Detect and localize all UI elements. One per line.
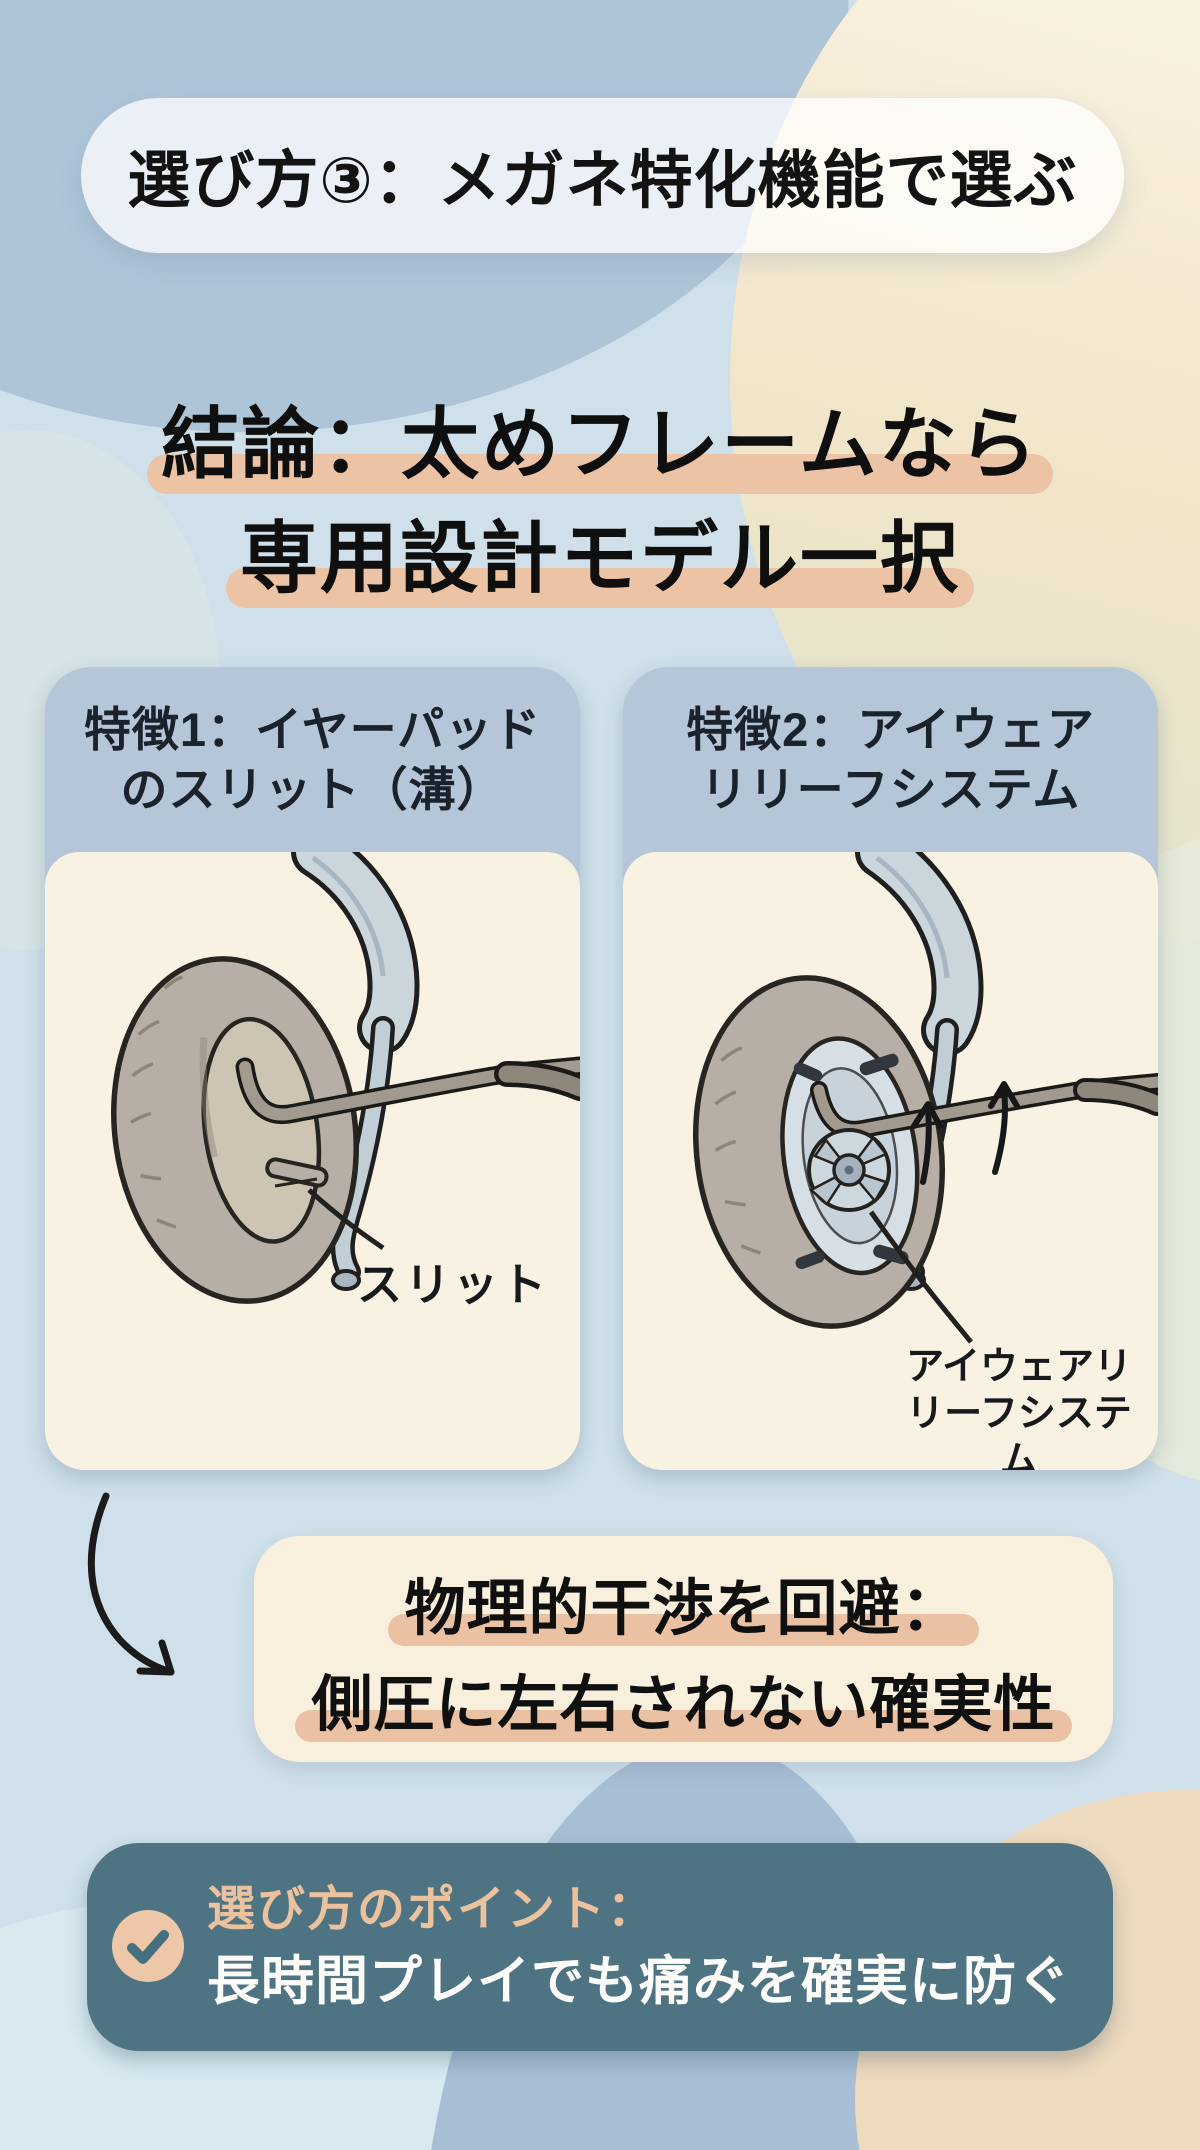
leader-line	[307, 1188, 385, 1251]
glasses-temple	[810, 1073, 1158, 1139]
relief-plate-slots	[793, 1053, 909, 1270]
up-arrow-icons	[911, 1081, 1020, 1185]
check-icon	[112, 1910, 184, 1982]
feature-card-relief: 特徴2：アイウェア リリーフシステム	[623, 667, 1158, 1470]
feature-card-slit: 特徴1：イヤーパッド のスリット（溝）	[45, 667, 580, 1470]
conclusion-line-1: 結論：太めフレームなら	[161, 400, 1039, 488]
relief-rotor	[807, 1128, 891, 1212]
feature-card-relief-title: 特徴2：アイウェア リリーフシステム	[686, 702, 1095, 816]
benefit-line-2: 側圧に左右されない確実性	[311, 1670, 1056, 1738]
point-label: 選び方のポイント：	[207, 1883, 658, 1936]
eyewear-relief-illustration	[693, 852, 1158, 1344]
benefit-line-1: 物理的干渉を回避：	[404, 1574, 963, 1642]
point-box: 選び方のポイント： 長時間プレイでも痛みを確実に防ぐ	[87, 1843, 1113, 2051]
feature-card-relief-illustration: アイウェアリ リーフシステム	[623, 852, 1158, 1470]
conclusion-line-2: 専用設計モデル一択	[239, 514, 960, 602]
leader-line	[868, 1210, 973, 1344]
curved-arrow-icon	[87, 1492, 175, 1676]
feature-card-slit-title: 特徴1：イヤーパッド のスリット（溝）	[83, 702, 542, 816]
glasses-temple	[235, 1056, 580, 1125]
point-text: 長時間プレイでも痛みを確実に防ぐ	[207, 1952, 1071, 2011]
slit-callout-label: スリット	[357, 1259, 550, 1310]
benefit-box: 物理的干渉を回避： 側圧に左右されない確実性	[254, 1536, 1113, 1762]
page-title-pill: 選び方③：メガネ特化機能で選ぶ	[81, 98, 1124, 253]
relief-callout-label: アイウェアリ リーフシステム	[905, 1346, 1133, 1470]
headband	[291, 852, 420, 1291]
earpad-slit-illustration	[111, 852, 580, 1304]
slit-notch	[265, 1157, 329, 1188]
earpad-pad	[111, 956, 359, 1304]
page-title: 選び方③：メガネ特化機能で選ぶ	[127, 146, 1078, 216]
feature-card-slit-illustration: スリット	[45, 852, 580, 1470]
